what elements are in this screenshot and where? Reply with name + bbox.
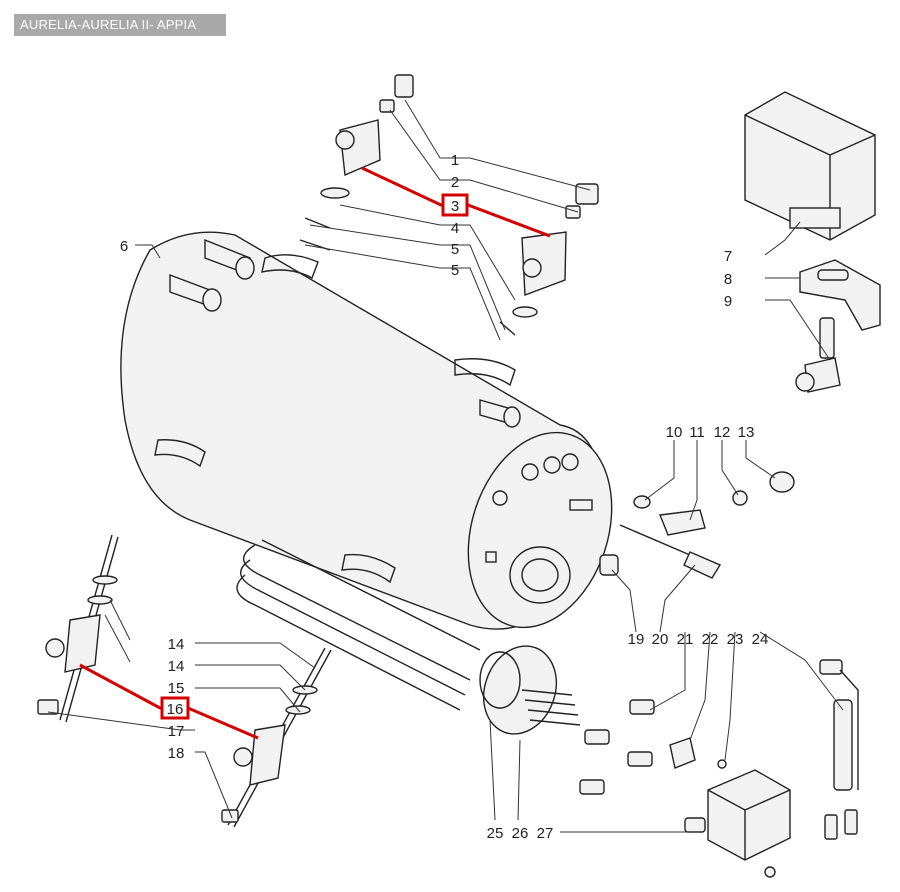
callout-1[interactable]: 1 <box>451 152 459 169</box>
callout-16-box <box>160 696 190 720</box>
callout-4[interactable]: 4 <box>451 220 459 237</box>
valve-16-right <box>221 647 332 828</box>
valve-16-left <box>37 534 119 723</box>
boiler-tank <box>120 231 613 630</box>
callout-15[interactable]: 15 <box>168 680 185 697</box>
level-probe <box>819 659 859 840</box>
callout-24[interactable]: 24 <box>752 631 769 648</box>
callout-20[interactable]: 20 <box>652 631 669 648</box>
valve-3-left <box>299 74 414 251</box>
bolts-and-terminals <box>579 699 727 795</box>
callout-13[interactable]: 13 <box>738 424 755 441</box>
callout-3-box <box>441 193 469 217</box>
callout-14a[interactable]: 14 <box>168 636 185 653</box>
callout-23[interactable]: 23 <box>727 631 744 648</box>
callout-3[interactable]: 3 <box>451 198 459 215</box>
callout-27[interactable]: 27 <box>537 825 554 842</box>
pipe-fitting <box>795 317 841 393</box>
callout-10[interactable]: 10 <box>666 424 683 441</box>
pressure-switch <box>744 91 876 241</box>
leader-lines <box>47 99 844 833</box>
callout-14b[interactable]: 14 <box>168 658 185 675</box>
callout-5b[interactable]: 5 <box>451 262 459 279</box>
callout-25[interactable]: 25 <box>487 825 504 842</box>
callout-8[interactable]: 8 <box>724 271 732 288</box>
callout-26[interactable]: 26 <box>512 825 529 842</box>
callout-9[interactable]: 9 <box>724 293 732 310</box>
callout-12[interactable]: 12 <box>714 424 731 441</box>
callout-18[interactable]: 18 <box>168 745 185 762</box>
callout-5a[interactable]: 5 <box>451 241 459 258</box>
heating-element <box>236 539 581 735</box>
callout-6[interactable]: 6 <box>120 238 128 255</box>
mounting-bracket <box>799 259 881 331</box>
callout-16[interactable]: 16 <box>167 701 184 718</box>
callout-17[interactable]: 17 <box>168 723 185 740</box>
callout-labels: 1 2 3 4 5 5 6 7 8 9 10 11 12 13 14 14 15… <box>120 152 769 842</box>
small-fittings <box>599 471 795 579</box>
junction-box <box>684 769 791 878</box>
callout-2[interactable]: 2 <box>451 174 459 191</box>
callout-19[interactable]: 19 <box>628 631 645 648</box>
callout-11[interactable]: 11 <box>689 424 705 441</box>
callout-21[interactable]: 21 <box>677 631 694 648</box>
callout-7[interactable]: 7 <box>724 248 732 265</box>
valve-3-right <box>499 183 599 336</box>
callout-22[interactable]: 22 <box>702 631 719 648</box>
diagram-title: AURELIA-AURELIA II- APPIA <box>14 14 226 36</box>
